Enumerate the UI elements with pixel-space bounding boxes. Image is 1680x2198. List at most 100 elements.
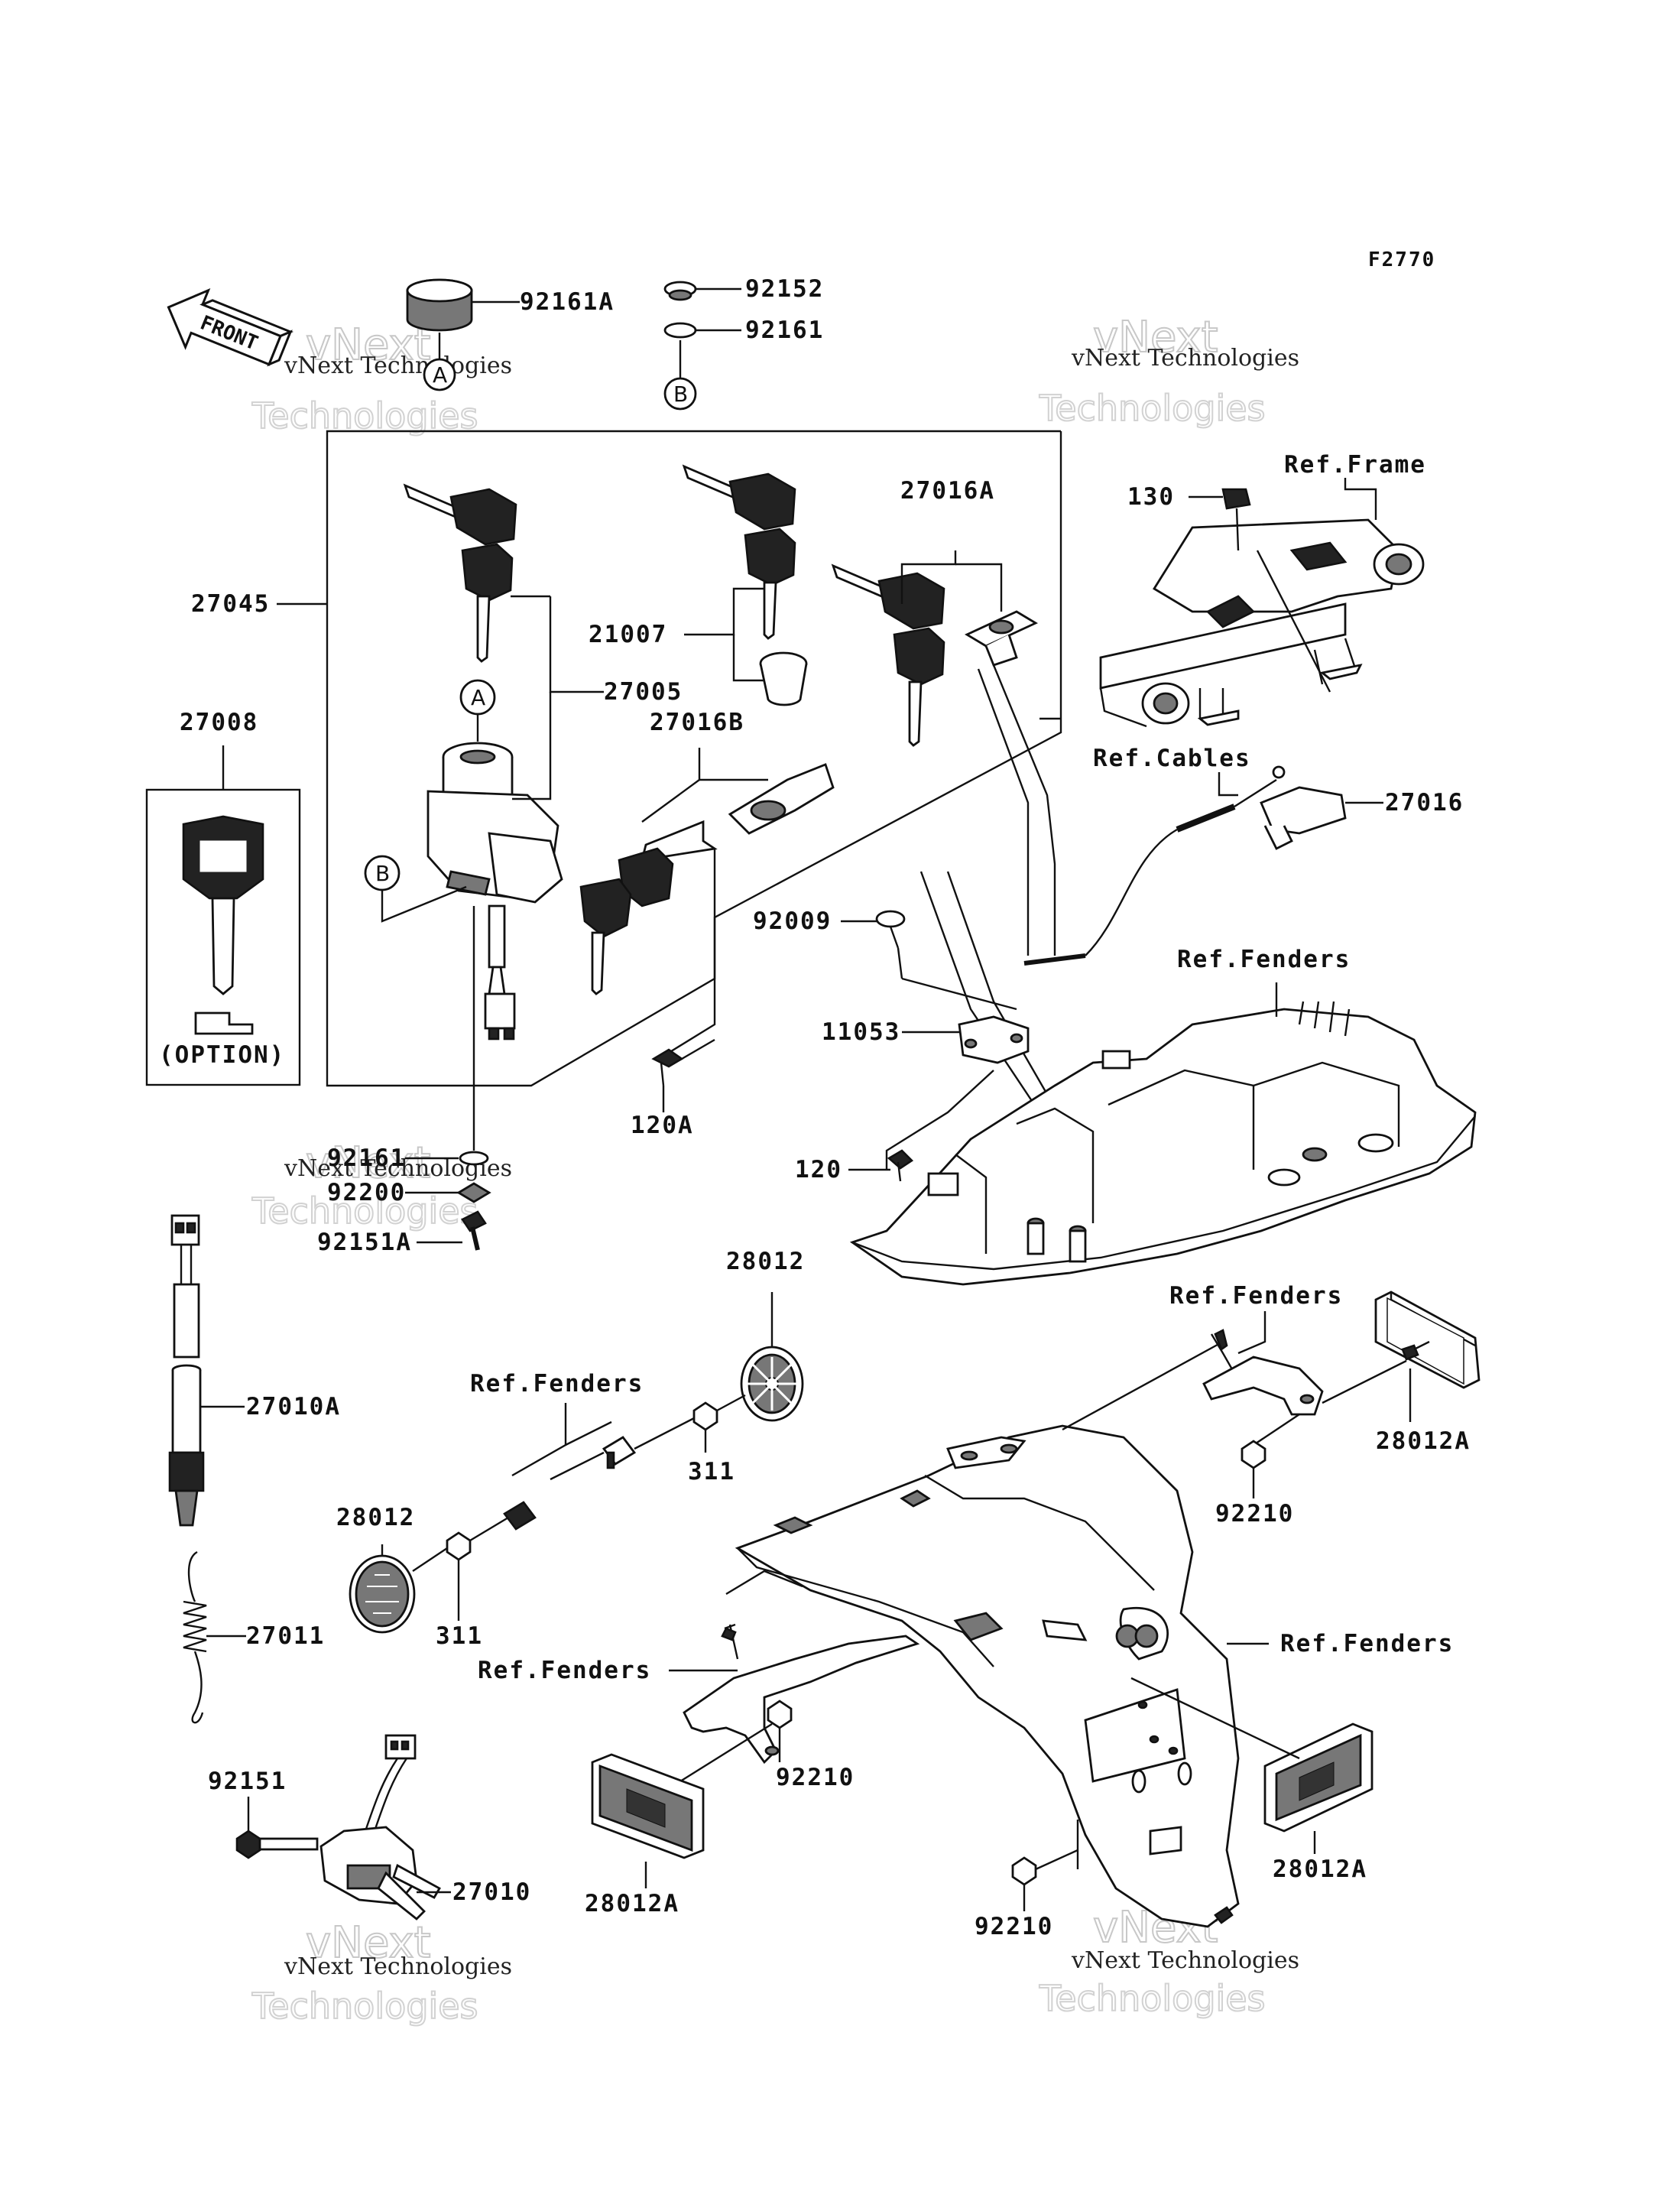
label-92152: 92152 [745,275,824,303]
bracket-to-top-right [1062,1340,1224,1431]
label-27005: 27005 [604,678,683,706]
label-ref-fenders-left: Ref.Fenders [478,1657,651,1684]
bolt-120 [887,1149,914,1182]
circle-b-mid-label: B [375,861,390,886]
ignition-switch-27005 [426,742,563,1041]
label-28012-right: 28012 [726,1248,805,1275]
label-28012A-top: 28012A [1376,1427,1471,1455]
watermark-small-5: vNext Technologies [284,1953,512,1980]
leader-27016A-lock [955,563,1003,612]
circle-a-mid [459,679,496,716]
watermark-big-6: Technologies [251,1190,478,1232]
label-130: 130 [1127,483,1175,511]
reflector-28012A-right [1263,1722,1374,1833]
figure-id: F2770 [1368,248,1435,271]
label-92161-top: 92161 [745,317,824,344]
watermark-group: vNext Technologies vNext Technologies vN… [251,312,1299,2028]
lock-cable-a [992,664,1056,956]
nut-311-left [446,1531,472,1561]
nut-311-right [692,1401,718,1431]
screw-92009 [875,910,906,949]
stud-left [469,1501,537,1542]
label-27045: 27045 [191,590,270,618]
label-option: (OPTION) [159,1041,285,1069]
keys-27005 [403,483,517,663]
part-92161A-cap [406,278,473,332]
leader-ref-fenders-right [1237,1311,1266,1355]
nut-92210-left [767,1700,793,1729]
watermark-big-4: Technologies [1039,388,1266,429]
part-92152-washer [663,281,697,301]
link-nut-reflector-left [679,1722,773,1783]
leader-ref-frame [1344,478,1377,520]
link-light-nut [412,1547,448,1572]
leader-21007-up [718,587,764,636]
leader-120-up [885,1070,994,1170]
label-ref-frame: Ref.Frame [1284,451,1426,479]
bolt-120A [651,1048,684,1086]
leader-ref-fenders-mid [511,1403,567,1477]
label-21007: 21007 [589,621,667,648]
link-bracket-reflector [1322,1359,1407,1404]
label-92161A: 92161A [520,288,615,316]
label-311-left: 311 [436,1622,483,1650]
label-ref-cables: Ref.Cables [1093,745,1251,772]
reflector-bracket-left [683,1623,920,1765]
leader-b-mid [381,885,467,923]
screw-92151A [461,1210,487,1251]
watermark-big-3: vNext [1093,313,1218,362]
part-labels: 92161A 92152 92161 27045 27005 21007 270… [159,275,1471,1940]
link-stud-nut [634,1417,695,1450]
watermark-big-10: Technologies [251,1985,478,2027]
label-27016B: 27016B [650,709,744,736]
label-92151A: 92151A [317,1229,412,1256]
link-nut-bottom [1035,1849,1078,1871]
part-92161-washer-top [663,322,697,339]
circle-b-top-label: B [673,381,688,407]
seat-latch-27016 [1260,786,1347,850]
reflector-bracket-right [1202,1329,1324,1416]
label-28012-left: 28012 [336,1504,415,1531]
keys-27016B [579,763,835,995]
leader-ref-fenders-mid-b [565,1420,612,1446]
rear-subframe [1099,518,1425,728]
label-92009: 92009 [753,907,832,935]
leader-27005-bottom [512,692,552,800]
label-27016: 27016 [1385,789,1464,817]
link-nut-light [716,1394,746,1412]
leader-92009-line [901,977,1017,1011]
spring-27011 [183,1550,207,1724]
label-92210-top-right: 92210 [1215,1500,1294,1528]
label-120: 120 [795,1156,842,1183]
leader-92009-down [897,947,903,979]
label-ref-fenders-mid: Ref.Fenders [470,1370,644,1398]
label-92210-left: 92210 [776,1764,855,1791]
release-cable [1023,765,1286,966]
bracket-to-left [725,1570,803,1596]
label-27008: 27008 [180,709,258,736]
ignition-set-frame [326,430,1062,1087]
keys-27016A [831,563,945,747]
label-28012A-right: 28012A [1273,1855,1367,1883]
switch-27010A [168,1214,205,1527]
front-arrow-icon: FRONT [167,288,294,367]
watermark-big-12: Technologies [1039,1978,1266,2019]
license-plate-bracket [735,1424,1240,1928]
bracket-11053 [958,1015,1030,1064]
label-92210-bottom: 92210 [975,1913,1053,1940]
rear-light-28012-left [349,1554,416,1634]
leader-27016B-key [641,748,701,823]
option-key-icon [182,815,264,1035]
label-11053: 11053 [822,1018,900,1046]
nut-92210-bottom [1011,1856,1037,1886]
leader-ref-cables [1218,772,1238,797]
keys-21007 [682,464,808,706]
label-92151: 92151 [208,1768,287,1795]
label-92161-lower: 92161 [327,1144,406,1172]
link-plate-reflector-right [1130,1677,1300,1760]
bolt-130 [1221,488,1251,551]
label-28012A-left: 28012A [585,1890,679,1917]
label-ref-fenders-lower-right: Ref.Fenders [1280,1630,1454,1657]
